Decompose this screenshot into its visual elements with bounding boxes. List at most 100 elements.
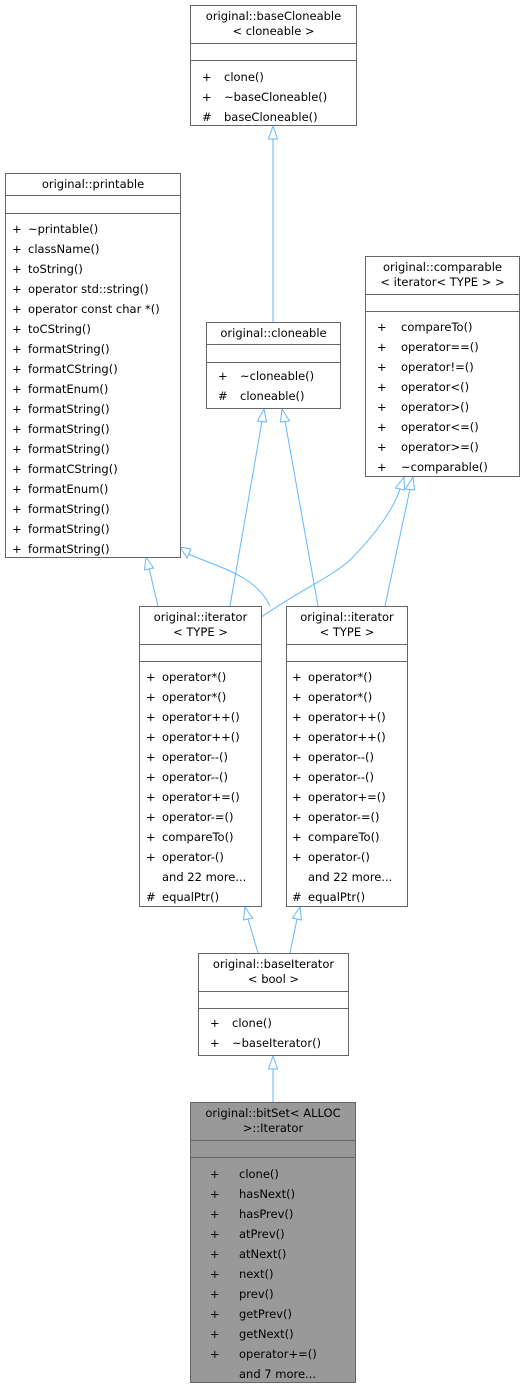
visibility-marker: +: [377, 380, 387, 394]
member-row[interactable]: #baseCloneable(): [191, 107, 356, 127]
member-row[interactable]: +hasPrev(): [191, 1204, 355, 1224]
member-row[interactable]: +formatString(): [6, 399, 180, 419]
visibility-marker: +: [292, 830, 302, 844]
member-row[interactable]: +operator<(): [366, 377, 519, 397]
member-row[interactable]: +operator*(): [287, 667, 407, 687]
member-row[interactable]: +operator+=(): [191, 1344, 355, 1364]
member-name: operator++(): [308, 710, 386, 724]
member-row[interactable]: +next(): [191, 1264, 355, 1284]
member-row[interactable]: +operator>=(): [366, 437, 519, 457]
visibility-marker: +: [12, 382, 22, 396]
arrowhead-comparable-a: [394, 475, 406, 491]
visibility-marker: +: [12, 422, 22, 436]
class-node-cloneable[interactable]: original::cloneable +~cloneable() #clone…: [206, 322, 341, 409]
member-row[interactable]: +clone(): [191, 1164, 355, 1184]
member-row[interactable]: +operator-(): [140, 847, 261, 867]
member-row[interactable]: +~cloneable(): [207, 366, 340, 386]
member-row[interactable]: +operator*(): [140, 667, 261, 687]
class-node-basecloneable[interactable]: original::baseCloneable < cloneable > +c…: [190, 5, 357, 126]
member-row[interactable]: +operator++(): [140, 727, 261, 747]
member-row[interactable]: +toString(): [6, 259, 180, 279]
member-row[interactable]: +operator++(): [287, 707, 407, 727]
class-node-bitset-iterator[interactable]: original::bitSet< ALLOC >::Iterator +clo…: [190, 1102, 356, 1383]
member-row[interactable]: +className(): [6, 239, 180, 259]
member-row[interactable]: +~baseCloneable(): [191, 87, 356, 107]
member-row[interactable]: +formatString(): [6, 499, 180, 519]
class-title: original::baseIterator < bool >: [199, 954, 348, 992]
arrowhead-baseiterator: [267, 1054, 279, 1070]
member-name: operator const char *(): [28, 302, 160, 316]
class-node-printable[interactable]: original::printable +~printable() +class…: [5, 173, 181, 558]
member-name: formatString(): [28, 342, 110, 356]
member-row[interactable]: +formatString(): [6, 419, 180, 439]
class-node-iterator-left[interactable]: original::iterator < TYPE > +operator*()…: [139, 606, 262, 907]
visibility-marker: +: [146, 850, 156, 864]
member-row[interactable]: +~printable(): [6, 219, 180, 239]
member-row[interactable]: +compareTo(): [287, 827, 407, 847]
visibility-marker: +: [377, 460, 387, 474]
member-row[interactable]: +toCString(): [6, 319, 180, 339]
member-row[interactable]: +operator const char *(): [6, 299, 180, 319]
member-row[interactable]: +hasNext(): [191, 1184, 355, 1204]
member-row[interactable]: +operator-(): [287, 847, 407, 867]
member-row[interactable]: +operator--(): [287, 767, 407, 787]
class-node-iterator-right[interactable]: original::iterator < TYPE > +operator*()…: [286, 606, 408, 907]
member-row[interactable]: +prev(): [191, 1284, 355, 1304]
member-row[interactable]: +formatString(): [6, 539, 180, 559]
member-row[interactable]: +~comparable(): [366, 457, 519, 477]
class-node-comparable[interactable]: original::comparable < iterator< TYPE > …: [365, 256, 520, 477]
member-row[interactable]: +operator==(): [366, 337, 519, 357]
member-row[interactable]: +operator--(): [140, 747, 261, 767]
member-row[interactable]: +formatEnum(): [6, 379, 180, 399]
member-row[interactable]: +compareTo(): [140, 827, 261, 847]
member-row[interactable]: +operator std::string(): [6, 279, 180, 299]
member-row[interactable]: +formatString(): [6, 439, 180, 459]
member-row[interactable]: +clone(): [199, 1013, 348, 1033]
member-row[interactable]: +operator-=(): [140, 807, 261, 827]
member-row[interactable]: +operator+=(): [140, 787, 261, 807]
member-row[interactable]: +operator--(): [287, 747, 407, 767]
member-row[interactable]: +operator*(): [287, 687, 407, 707]
visibility-marker: +: [146, 670, 156, 684]
member-row[interactable]: +operator--(): [140, 767, 261, 787]
member-row[interactable]: #cloneable(): [207, 386, 340, 406]
member-row[interactable]: +formatString(): [6, 339, 180, 359]
member-row[interactable]: +getPrev(): [191, 1304, 355, 1324]
member-name: operator+=(): [162, 790, 240, 804]
member-row[interactable]: +operator>(): [366, 397, 519, 417]
visibility-marker: +: [146, 690, 156, 704]
member-row[interactable]: +operator++(): [140, 707, 261, 727]
member-row[interactable]: +atPrev(): [191, 1224, 355, 1244]
edge-baseiterator-to-iterator-right: [289, 918, 298, 954]
member-row[interactable]: +operator+=(): [287, 787, 407, 807]
member-row[interactable]: +getNext(): [191, 1324, 355, 1344]
visibility-marker: +: [146, 750, 156, 764]
member-row[interactable]: +operator*(): [140, 687, 261, 707]
member-row[interactable]: #equalPtr(): [140, 887, 261, 907]
member-row[interactable]: +atNext(): [191, 1244, 355, 1264]
edge-iterator-right-to-printable: [185, 552, 271, 607]
member-row[interactable]: +operator-=(): [287, 807, 407, 827]
edge-iterator-right-to-comparable: [384, 488, 411, 607]
visibility-marker: +: [210, 1227, 220, 1241]
member-row[interactable]: +operator<=(): [366, 417, 519, 437]
member-name: operator==(): [401, 340, 479, 354]
more-members-row[interactable]: and 22 more...: [140, 867, 261, 887]
member-row[interactable]: +formatString(): [6, 519, 180, 539]
visibility-marker: +: [12, 442, 22, 456]
member-row[interactable]: +operator++(): [287, 727, 407, 747]
class-title-line: >::Iterator: [242, 1121, 304, 1135]
member-row[interactable]: +clone(): [191, 67, 356, 87]
member-row[interactable]: +compareTo(): [366, 317, 519, 337]
class-node-baseiterator[interactable]: original::baseIterator < bool > +clone()…: [198, 953, 349, 1056]
member-row[interactable]: +operator!=(): [366, 357, 519, 377]
more-members-row[interactable]: and 7 more...: [191, 1364, 355, 1384]
member-row[interactable]: +~baseIterator(): [199, 1033, 348, 1053]
more-members-row[interactable]: and 22 more...: [287, 867, 407, 887]
member-row[interactable]: #equalPtr(): [287, 887, 407, 907]
visibility-marker: +: [146, 830, 156, 844]
member-row[interactable]: +formatCString(): [6, 459, 180, 479]
member-row[interactable]: +formatEnum(): [6, 479, 180, 499]
arrowhead-cloneable-b: [279, 407, 291, 423]
member-row[interactable]: +formatCString(): [6, 359, 180, 379]
